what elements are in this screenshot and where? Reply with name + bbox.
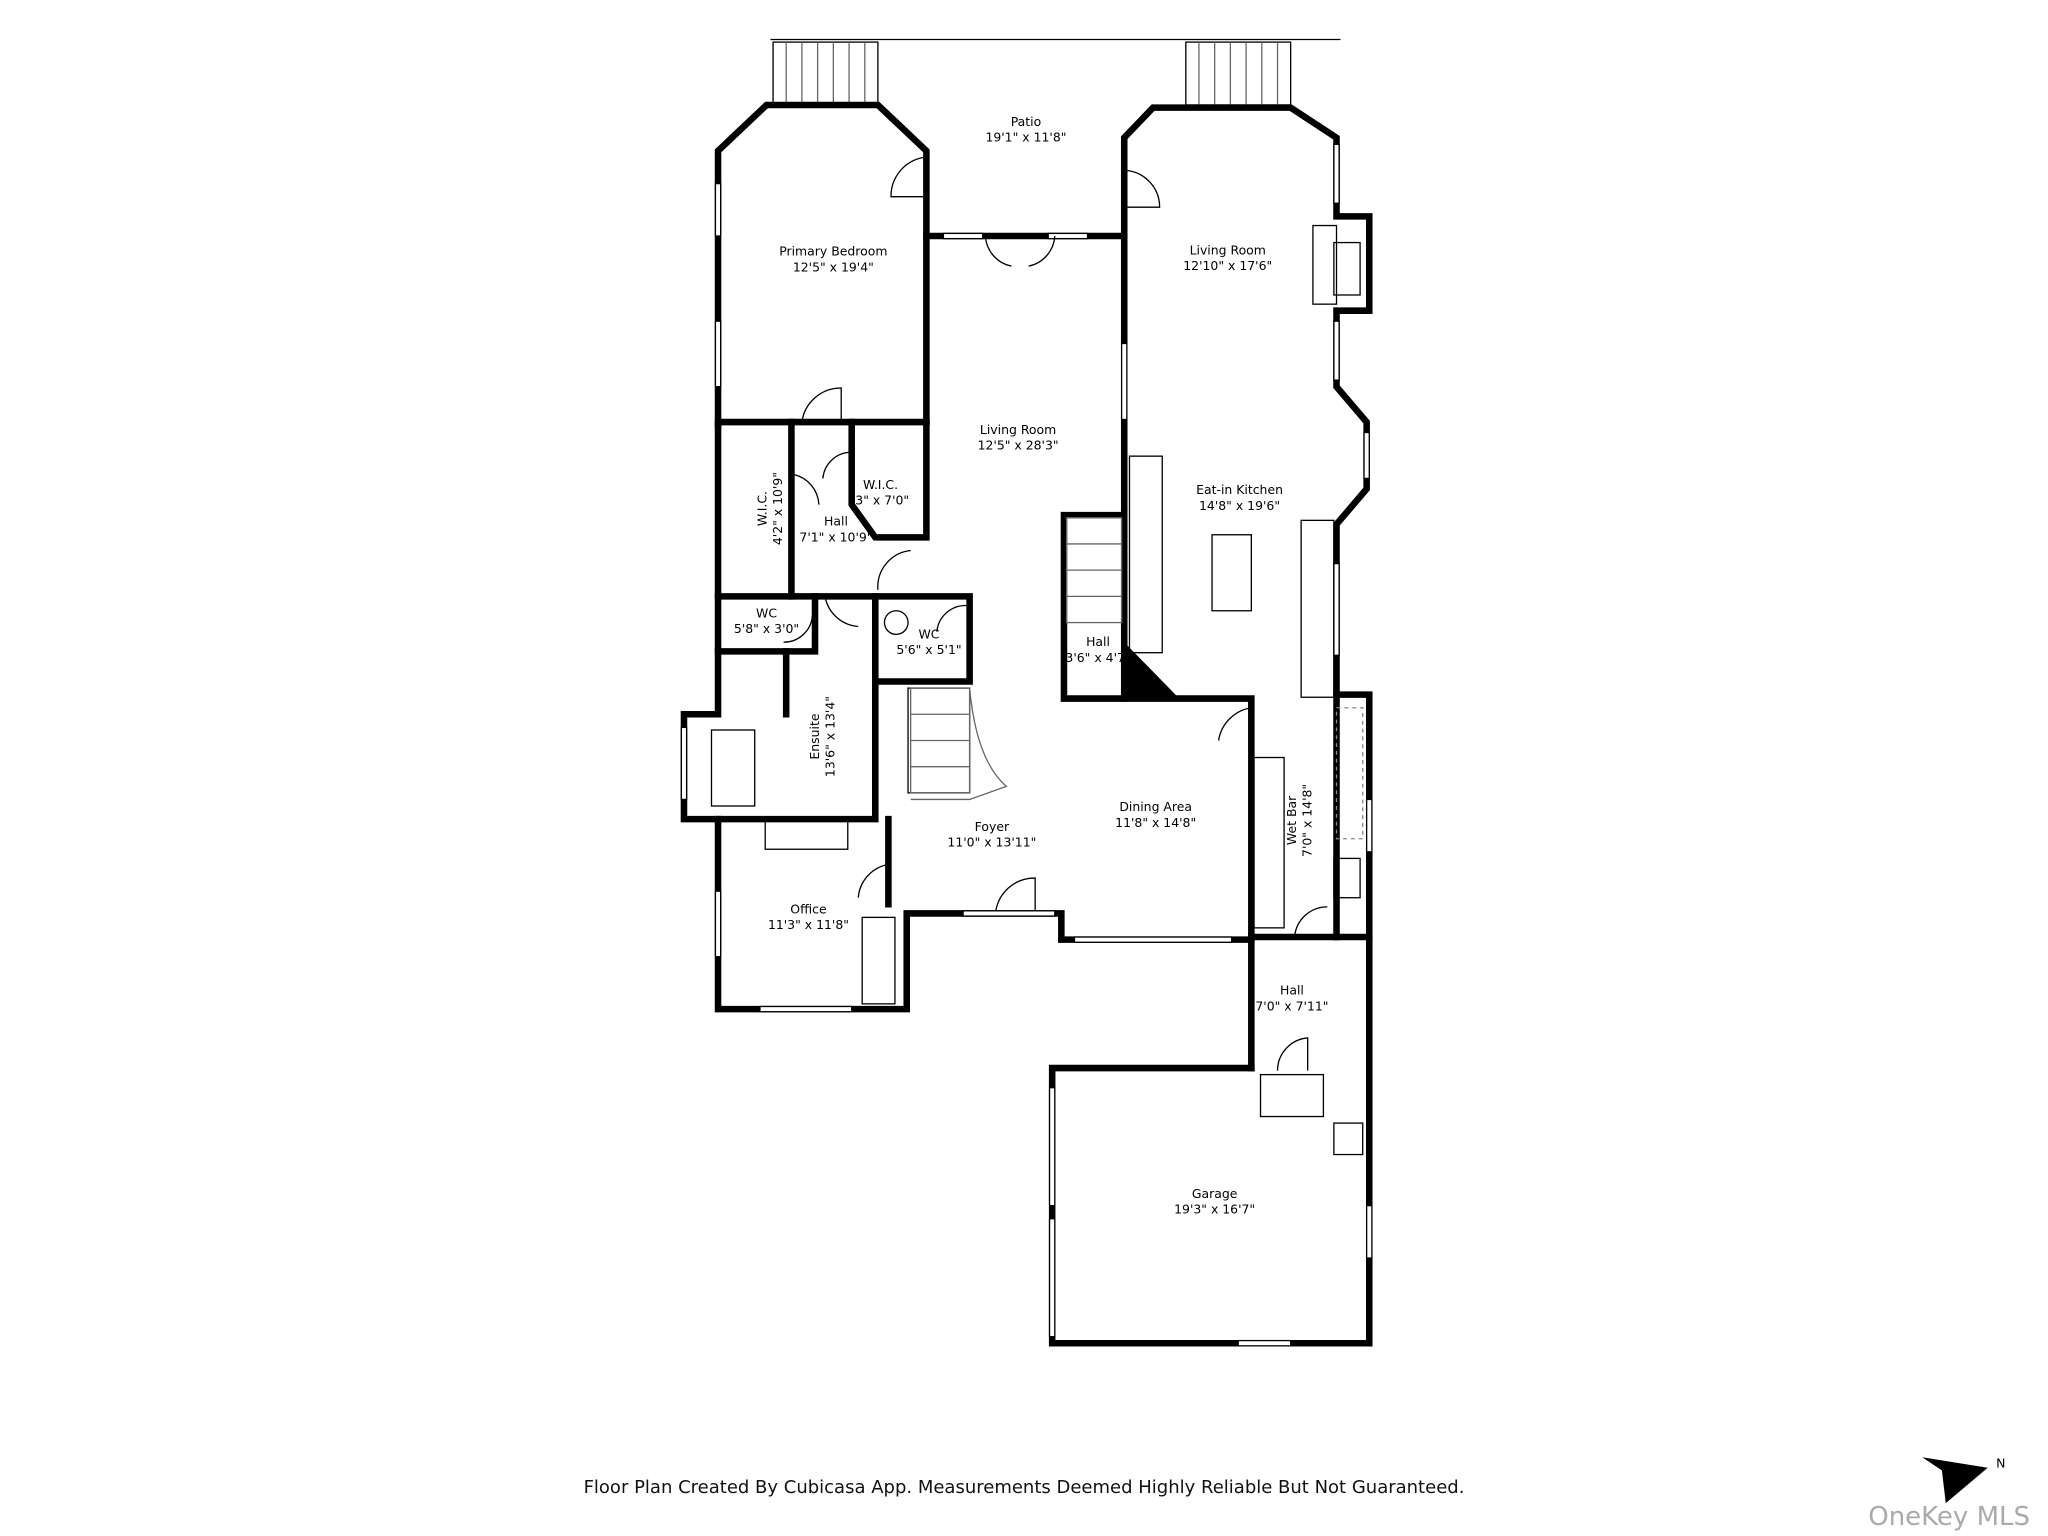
room-dims: 4'2" x 10'9" [770, 472, 785, 545]
room-name: Office [790, 901, 826, 916]
room-name: W.I.C. [863, 477, 898, 492]
room-dims: 7'0" x 7'11" [1255, 998, 1328, 1013]
room-name: Garage [1192, 1186, 1238, 1201]
room-dims: 11'8" x 14'8" [1115, 815, 1196, 830]
room-name: Patio [1011, 114, 1042, 129]
room-dims: 13'6" x 13'4" [823, 696, 838, 777]
room-dims: 12'10" x 17'6" [1183, 258, 1272, 273]
room-dims: 12'5" x 28'3" [978, 438, 1059, 453]
windows [680, 143, 1373, 1347]
room-name: Primary Bedroom [779, 244, 887, 259]
room-name: WC [756, 605, 777, 620]
room-dims: 14'8" x 19'6" [1199, 498, 1280, 513]
room-dims: 5'8" x 3'0" [734, 621, 799, 636]
room-name: Foyer [975, 819, 1010, 834]
room-dims: 12'5" x 19'4" [793, 259, 874, 274]
footer-disclaimer: Floor Plan Created By Cubicasa App. Meas… [583, 1477, 1465, 1498]
north-arrow-icon: N [1922, 1456, 2005, 1504]
watermark: OneKey MLS [1868, 1502, 2030, 1532]
room-dims: 7'0" x 14'8" [1300, 784, 1315, 857]
north-label: N [1996, 1456, 2005, 1471]
room-dims: 3'6" x 4'7" [1065, 650, 1130, 665]
room-dims: 11'0" x 13'11" [947, 835, 1036, 850]
room-name: Hall [1086, 634, 1110, 649]
room-name: Hall [1280, 983, 1304, 998]
room-name: WC [919, 626, 940, 641]
stairs [910, 517, 1123, 801]
room-name: Dining Area [1119, 799, 1192, 814]
room-dims: 5'6" x 5'1" [896, 642, 961, 657]
room-name: Living Room [980, 422, 1056, 437]
room-name: Living Room [1190, 242, 1266, 257]
patio [770, 38, 1341, 106]
room-dims: 7'1" x 10'9" [799, 529, 872, 544]
room-name: W.I.C. [755, 491, 770, 526]
room-dims: 19'1" x 11'8" [985, 130, 1066, 145]
room-dims: 19'3" x 16'7" [1174, 1202, 1255, 1217]
room-dims: '3" x 7'0" [852, 493, 909, 508]
doors [783, 156, 1328, 1071]
room-name: Ensuite [807, 714, 822, 760]
room-labels: Patio 19'1" x 11'8" Primary Bedroom 12'5… [734, 114, 1329, 1217]
room-name: Hall [824, 514, 848, 529]
room-dims: 11'3" x 11'8" [768, 917, 849, 932]
exterior-walls [680, 101, 1373, 1347]
room-name: Wet Bar [1284, 795, 1299, 845]
fixtures [710, 224, 1364, 1156]
room-name: Eat-in Kitchen [1196, 482, 1283, 497]
